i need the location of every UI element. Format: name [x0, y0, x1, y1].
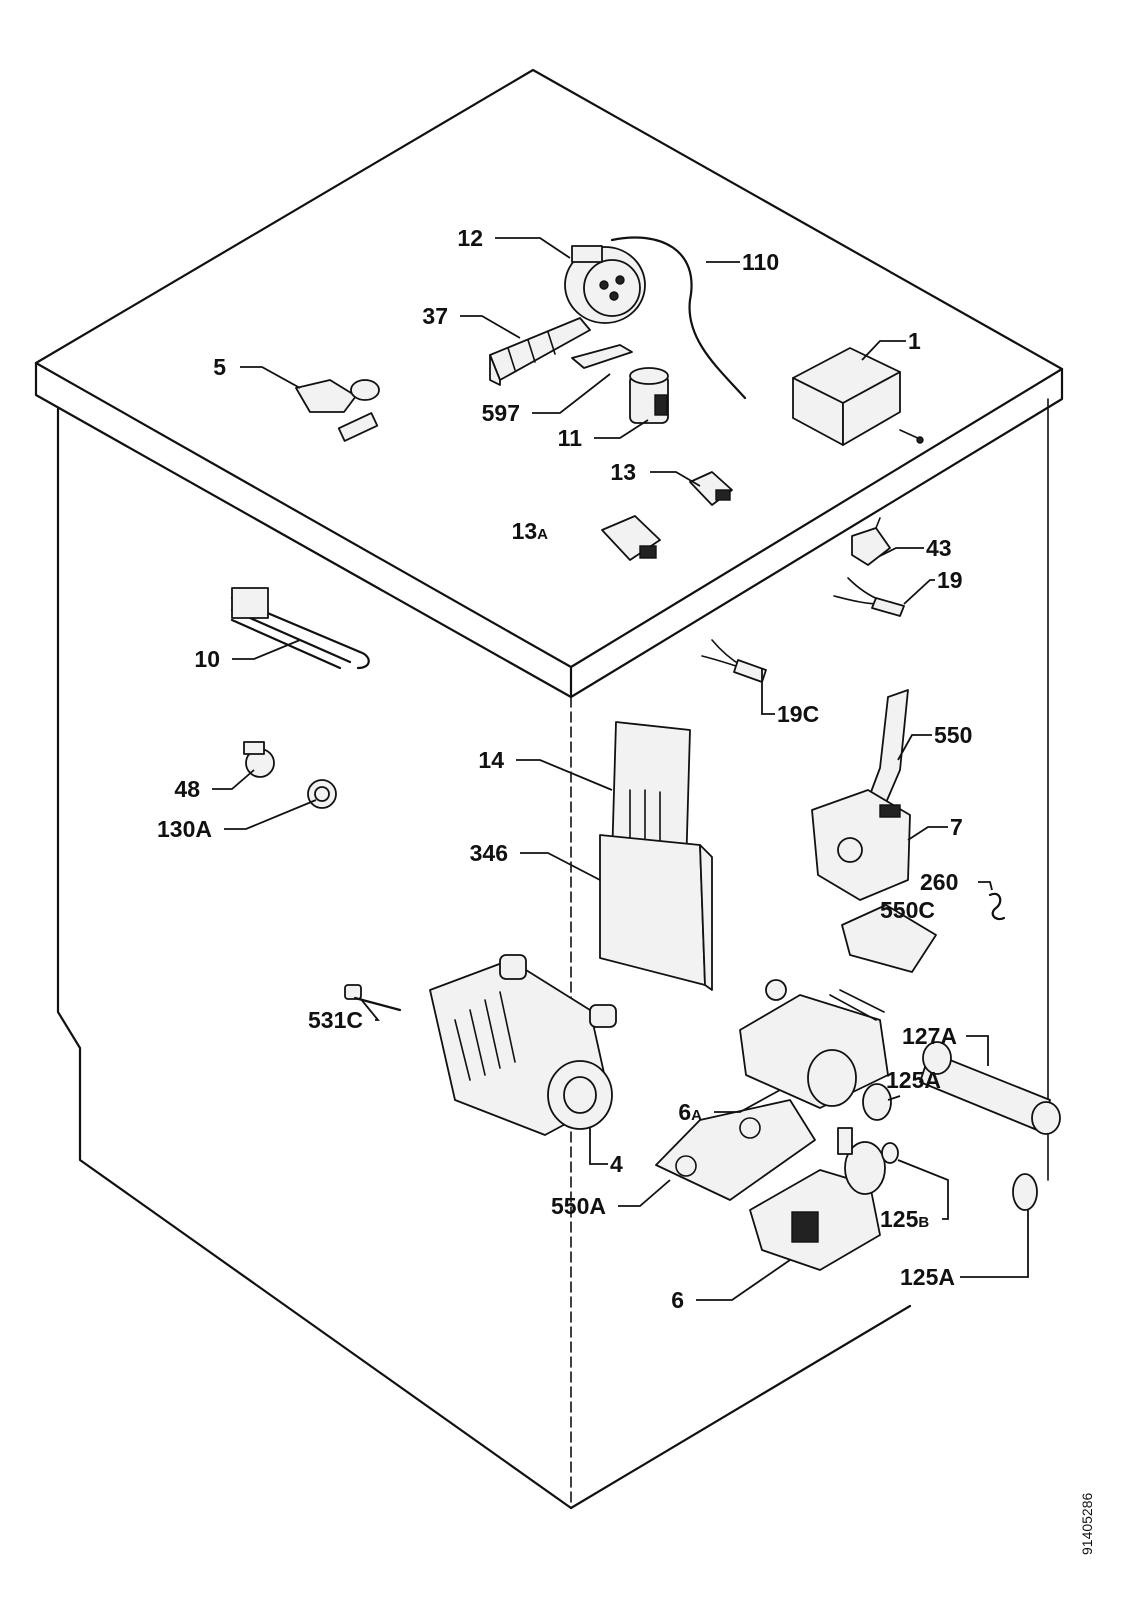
seal-125a-top	[862, 1083, 892, 1121]
label-12: 12	[457, 225, 483, 251]
filter-130a	[307, 779, 337, 809]
label-260: 260	[920, 869, 958, 895]
label-550: 550	[934, 722, 972, 748]
switch-43	[851, 517, 891, 566]
cover-550c	[841, 904, 937, 973]
label-13: 13	[610, 459, 636, 485]
sensor-19c	[701, 639, 767, 683]
connector-13a	[601, 515, 661, 561]
lever-550	[867, 689, 909, 806]
label-127a: 127A	[902, 1023, 957, 1049]
label-6a-main: 6	[678, 1099, 691, 1125]
lock-7	[811, 789, 911, 901]
part-labels: 12 110 37 5 1 597 11 13 13A 43 19 10 19C…	[157, 225, 972, 1313]
label-37: 37	[422, 303, 448, 329]
label-125a-top: 125A	[886, 1067, 941, 1093]
label-13a-sub: A	[537, 526, 548, 543]
valve-5	[295, 379, 380, 442]
label-550c: 550C	[880, 897, 935, 923]
label-125a-bottom: 125A	[900, 1264, 955, 1290]
pressure-switch-12	[564, 245, 646, 324]
label-6a-sub: A	[691, 1107, 702, 1124]
label-13a-main: 13	[512, 518, 538, 544]
label-597: 597	[482, 400, 520, 426]
label-6: 6	[671, 1287, 684, 1313]
label-11: 11	[558, 425, 583, 451]
label-19: 19	[937, 567, 963, 593]
label-19c: 19C	[777, 701, 819, 727]
cover-550a	[655, 1099, 816, 1201]
programmer-1	[792, 347, 924, 446]
label-130a: 130A	[157, 816, 212, 842]
seal-125a-bottom	[1012, 1173, 1038, 1211]
label-4: 4	[610, 1151, 623, 1177]
pump-6	[749, 1127, 886, 1271]
sensor-19	[833, 577, 905, 617]
label-110: 110	[742, 249, 779, 275]
seal-125b	[881, 1142, 899, 1164]
label-10: 10	[194, 646, 220, 672]
connector-13	[689, 471, 733, 506]
label-125b: 125B	[880, 1206, 929, 1232]
label-48: 48	[174, 776, 200, 802]
label-125b-sub: B	[918, 1214, 929, 1231]
motor-4	[429, 954, 617, 1136]
capacitor-11	[629, 367, 669, 424]
pipe-127a	[919, 1041, 1061, 1135]
label-7: 7	[950, 814, 963, 840]
label-5: 5	[213, 354, 226, 380]
heater-10	[230, 587, 370, 670]
label-43: 43	[926, 535, 952, 561]
spring-260	[988, 892, 1006, 921]
clip-597	[571, 344, 633, 369]
drawer-14	[611, 721, 691, 871]
bracket-37	[489, 317, 591, 386]
leader-lines	[212, 237, 1029, 1301]
label-1: 1	[908, 328, 921, 354]
label-346: 346	[470, 840, 508, 866]
label-531c: 531C	[308, 1007, 363, 1033]
housing-346	[599, 834, 713, 991]
pump-6a	[739, 979, 889, 1109]
thermostat-48	[243, 741, 275, 778]
document-number: 91405286	[1079, 1492, 1095, 1555]
hose-110	[610, 236, 747, 400]
label-6a: 6A	[678, 1099, 702, 1125]
label-13a: 13A	[512, 518, 549, 544]
label-550a: 550A	[551, 1193, 606, 1219]
label-125b-main: 125	[880, 1206, 919, 1232]
label-14: 14	[478, 747, 504, 773]
